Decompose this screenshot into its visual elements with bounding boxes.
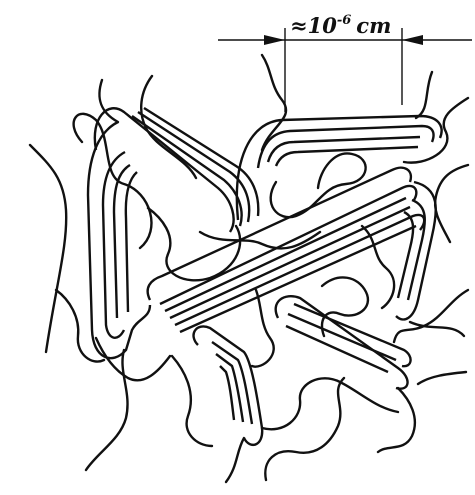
right-lamella [396, 182, 436, 319]
chain-right-tail-mid [435, 165, 468, 242]
upper-diagonal-fold-outer [95, 108, 234, 232]
central-diagonal-fold-1 [160, 186, 416, 304]
chain-right-lower [394, 290, 468, 342]
chain-center-lower [252, 290, 274, 367]
scale-label: ≈10-6 cm [290, 13, 391, 38]
scale-number: 10 [308, 13, 338, 38]
chain-lower-left-small [96, 338, 170, 380]
bottom-lamella [194, 326, 263, 444]
bottom-lamella-fold-outer [194, 326, 263, 444]
central-diagonal-fold-5 [180, 226, 416, 332]
top-right-fold-outer [237, 116, 442, 220]
scale-arrow-left-icon [264, 35, 285, 45]
chain-bottom-right [378, 388, 415, 452]
upper-diagonal-lamella [95, 108, 258, 232]
central-diagonal-fold-3 [170, 207, 410, 318]
scale-exponent: -6 [337, 13, 351, 28]
chain-bottom-right-tail [418, 372, 466, 384]
scale-unit: cm [356, 13, 391, 38]
chain-left-tail [30, 145, 66, 352]
amorphous-chains [30, 55, 468, 482]
top-right-lamella [237, 116, 442, 220]
chain-center-right [322, 277, 368, 336]
chain-lower-center [172, 356, 212, 446]
chain-lower-left [86, 350, 128, 470]
scale-arrow-right-icon [402, 35, 423, 45]
chain-right-tail-top [416, 72, 432, 118]
chain-mid-loop [271, 153, 366, 217]
left-lamella [88, 122, 150, 358]
chain-bottom-left-tail [226, 438, 244, 482]
bottom-lamella-fold-3 [220, 366, 234, 420]
chain-left-loop [74, 114, 152, 248]
chain-bottom-mid [262, 378, 398, 429]
lower-right-lamella [276, 296, 411, 388]
lower-right-fold-2 [288, 314, 396, 360]
chain-center-wander [148, 208, 240, 280]
scale-prefix: ≈ [290, 13, 308, 38]
scale-bar: ≈10-6 cm [218, 13, 472, 112]
central-diagonal-fold-2 [165, 198, 406, 311]
top-right-fold-3 [276, 147, 418, 166]
left-lamella-fold-3 [126, 172, 137, 312]
chain-right-wave [404, 98, 468, 163]
